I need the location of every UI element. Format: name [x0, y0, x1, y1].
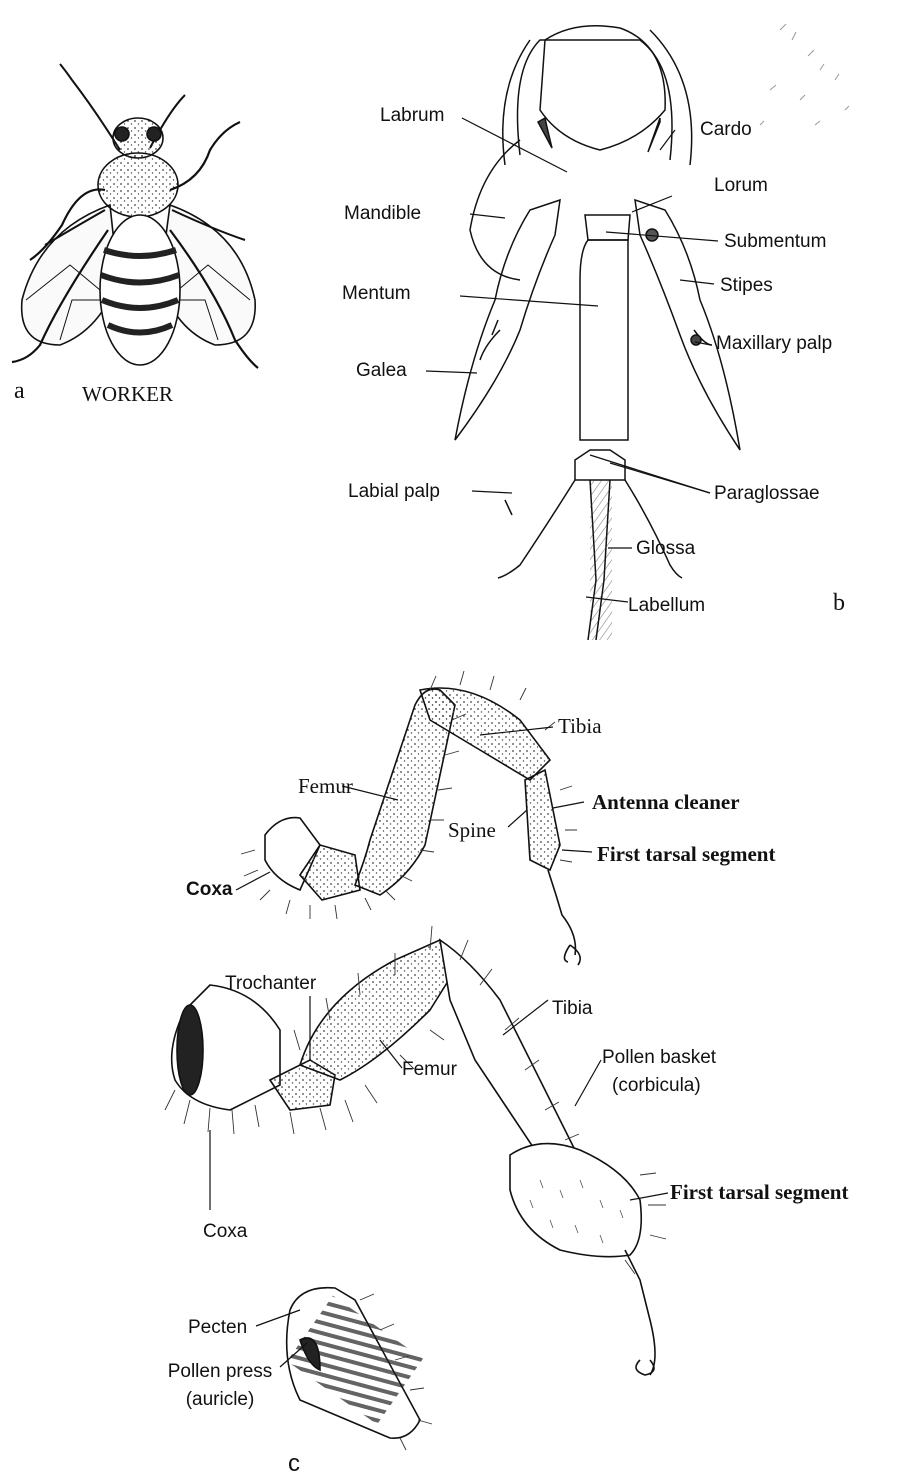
panel-b-leader-lines — [426, 118, 718, 602]
panel-a-letter: a — [14, 378, 25, 405]
label-lorum: Lorum — [714, 174, 768, 198]
label-mentum: Mentum — [342, 282, 411, 306]
pollen-press-detail — [287, 1288, 432, 1450]
hindleg-label-tibia: Tibia — [552, 997, 592, 1021]
detail-label-auricle: (auricle) — [150, 1388, 290, 1412]
foreleg-label-femur: Femur — [298, 774, 353, 798]
label-labial-palp: Labial palp — [348, 480, 440, 504]
hindleg-label-corbicula: (corbicula) — [612, 1074, 701, 1098]
worker-bee-illustration — [12, 64, 258, 368]
hindleg-label-femur: Femur — [402, 1058, 457, 1082]
worker-caption: WORKER — [82, 382, 173, 406]
label-galea: Galea — [356, 359, 407, 383]
label-mandible: Mandible — [344, 202, 421, 226]
foreleg-label-antenna-cleaner: Antenna cleaner — [592, 790, 740, 814]
label-labrum: Labrum — [380, 104, 444, 128]
hindleg-label-first-tarsal-segment: First tarsal segment — [670, 1180, 848, 1204]
panel-c-letter: c — [288, 1450, 300, 1478]
label-glossa: Glossa — [636, 537, 695, 561]
hindleg-label-coxa: Coxa — [203, 1220, 247, 1244]
label-stipes: Stipes — [720, 274, 773, 298]
foreleg-label-spine: Spine — [448, 818, 496, 842]
hindleg-label-pollen-basket: Pollen basket — [602, 1046, 716, 1070]
foreleg-label-tibia: Tibia — [558, 714, 602, 738]
label-maxillary-palp: Maxillary palp — [716, 332, 832, 356]
foreleg-illustration — [241, 671, 580, 965]
foreleg-label-coxa: Coxa — [186, 878, 232, 902]
label-submentum: Submentum — [724, 230, 826, 254]
label-paraglossae: Paraglossae — [714, 482, 820, 506]
label-cardo: Cardo — [700, 118, 752, 142]
panel-b-letter: b — [833, 590, 845, 617]
foreleg-label-first-tarsal-segment: First tarsal segment — [597, 842, 775, 866]
detail-label-pecten: Pecten — [188, 1316, 247, 1340]
label-labellum: Labellum — [628, 594, 705, 618]
detail-label-pollen-press: Pollen press — [150, 1360, 290, 1384]
hindleg-label-trochanter: Trochanter — [225, 972, 316, 996]
